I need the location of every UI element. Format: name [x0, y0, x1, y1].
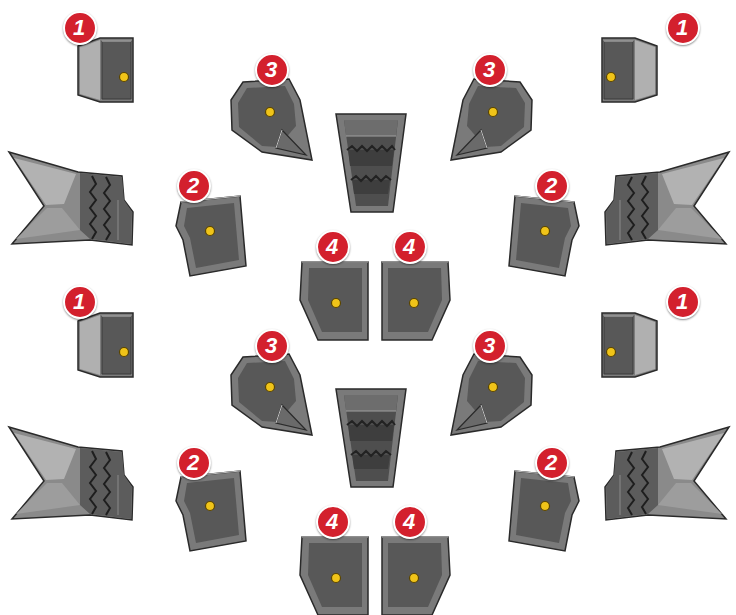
callout-badge: 2 — [177, 169, 211, 203]
callout-number: 3 — [265, 335, 277, 357]
callout-badge: 3 — [473, 53, 507, 87]
callout-badge: 2 — [535, 169, 569, 203]
callout-badge: 2 — [535, 446, 569, 480]
callout-badge: 3 — [255, 53, 289, 87]
parts-row — [9, 38, 729, 340]
callout-badge: 3 — [255, 329, 289, 363]
callout-badge: 1 — [666, 11, 700, 45]
callout-number: 1 — [73, 17, 85, 39]
callout-number: 4 — [403, 236, 415, 258]
callout-badge: 4 — [316, 230, 350, 264]
callout-number: 2 — [187, 175, 199, 197]
callout-number: 4 — [326, 236, 338, 258]
callout-badge: 4 — [316, 505, 350, 539]
callout-number: 1 — [676, 17, 688, 39]
callout-badge: 2 — [177, 446, 211, 480]
callout-badge: 1 — [63, 11, 97, 45]
callout-badge: 1 — [666, 285, 700, 319]
callout-number: 1 — [73, 291, 85, 313]
callout-number: 4 — [403, 511, 415, 533]
callout-number: 3 — [483, 335, 495, 357]
callout-number: 3 — [265, 59, 277, 81]
callout-badge: 1 — [63, 285, 97, 319]
callout-number: 2 — [187, 452, 199, 474]
callout-number: 3 — [483, 59, 495, 81]
parts-row — [9, 313, 729, 615]
callout-number: 4 — [326, 511, 338, 533]
callout-number: 2 — [545, 452, 557, 474]
callout-number: 1 — [676, 291, 688, 313]
callout-badge: 4 — [393, 230, 427, 264]
callout-number: 2 — [545, 175, 557, 197]
callout-badge: 4 — [393, 505, 427, 539]
callout-badge: 3 — [473, 329, 507, 363]
